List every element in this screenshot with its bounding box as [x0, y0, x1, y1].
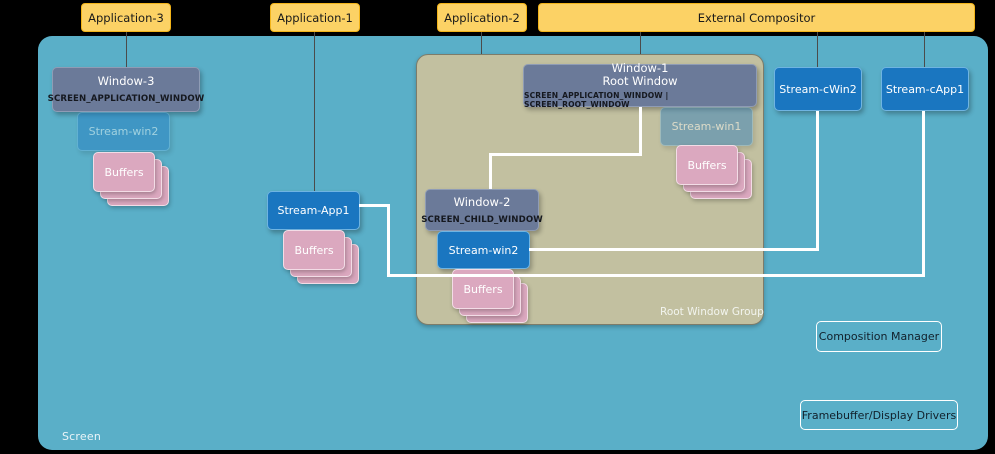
connector-external-compositor-to-window-1 — [640, 32, 641, 64]
stream-box-stream-win2-inactive[interactable]: Stream-win2 — [77, 112, 170, 151]
stream-label: Stream-win2 — [448, 243, 519, 257]
app-bar-application-1[interactable]: Application-1 — [270, 3, 360, 32]
stream-label: Stream-cApp1 — [885, 82, 965, 96]
stream-label: Stream-App1 — [277, 204, 350, 217]
connector-external-compositor-to-stream-cwin2 — [817, 32, 818, 67]
window-type: SCREEN_APPLICATION_WINDOW — [47, 94, 205, 104]
connector-stream-capp1-to-stream-app1-horizontal — [387, 274, 925, 277]
stream-label: Stream-win1 — [671, 120, 742, 133]
buffer-card-front: Buffers — [676, 145, 738, 185]
connector-stream-app1-stub — [359, 204, 390, 207]
window-title: Window-3 — [97, 74, 155, 88]
app-bar-application-3[interactable]: Application-3 — [81, 3, 171, 32]
window-box-window-3[interactable]: Window-3 SCREEN_APPLICATION_WINDOW — [48, 67, 204, 112]
connector-window-1-to-window-2-segment-horizontal — [489, 153, 642, 156]
window-box-window-2[interactable]: Window-2 SCREEN_CHILD_WINDOW — [421, 189, 543, 231]
buffer-label: Buffers — [104, 165, 144, 179]
stream-box-stream-app1[interactable]: Stream-App1 — [267, 191, 360, 230]
connector-window-1-to-window-2-segment-vertical-right — [639, 107, 642, 156]
app-bar-label: Application-1 — [277, 10, 353, 25]
connector-window-1-to-window-2-segment-vertical-left — [489, 153, 492, 191]
buffer-label: Buffers — [687, 158, 727, 172]
window-type: SCREEN_CHILD_WINDOW — [421, 214, 543, 225]
buffer-stack-window-1[interactable]: Buffers — [676, 145, 754, 199]
app-bar-label: External Compositor — [697, 10, 816, 25]
buffer-card-front: Buffers — [283, 230, 345, 270]
app-bar-label: Application-3 — [88, 10, 164, 25]
window-type: SCREEN_APPLICATION_WINDOW | SCREEN_ROOT_… — [524, 91, 669, 109]
window-title-line-1: Window-1 — [611, 61, 669, 75]
connector-stream-app1-vertical — [387, 204, 390, 277]
screen-label: Screen — [62, 430, 102, 443]
window-title-line-2: Root Window — [602, 74, 678, 88]
service-label: Framebuffer/Display Drivers — [801, 408, 957, 422]
service-label: Composition Manager — [818, 330, 940, 343]
stream-box-stream-win2[interactable]: Stream-win2 — [437, 231, 530, 269]
buffer-card-front: Buffers — [93, 152, 155, 192]
app-bar-label: Application-2 — [444, 10, 520, 25]
connector-application-1-to-stream-app1 — [314, 32, 315, 191]
connector-stream-cwin2-vertical — [816, 111, 819, 251]
stream-box-stream-win1-inactive[interactable]: Stream-win1 — [660, 107, 753, 146]
buffer-stack-stream-app1[interactable]: Buffers — [283, 230, 361, 284]
app-bar-external-compositor[interactable]: External Compositor — [538, 3, 975, 32]
connector-stream-cwin2-to-stream-win2-horizontal — [529, 248, 819, 251]
buffer-label: Buffers — [463, 282, 503, 296]
window-title: Window-2 — [453, 194, 511, 209]
stream-box-stream-cwin2[interactable]: Stream-cWin2 — [774, 67, 862, 111]
stream-box-stream-capp1[interactable]: Stream-cApp1 — [881, 67, 969, 111]
root-window-group-label: Root Window Group — [660, 306, 764, 318]
connector-external-compositor-to-stream-capp1 — [924, 32, 925, 67]
buffer-stack-window-3[interactable]: Buffers — [93, 152, 171, 206]
app-bar-application-2[interactable]: Application-2 — [437, 3, 527, 32]
connector-stream-capp1-vertical — [922, 111, 925, 276]
stream-label: Stream-win2 — [88, 125, 159, 138]
buffer-label: Buffers — [294, 243, 334, 257]
service-box-framebuffer-display-drivers[interactable]: Framebuffer/Display Drivers — [800, 400, 958, 430]
stream-label: Stream-cWin2 — [779, 82, 857, 96]
window-box-window-1-root[interactable]: Window-1 Root Window SCREEN_APPLICATION_… — [523, 61, 757, 109]
service-box-composition-manager[interactable]: Composition Manager — [816, 321, 942, 352]
connector-application-3-to-window-3 — [126, 32, 127, 67]
